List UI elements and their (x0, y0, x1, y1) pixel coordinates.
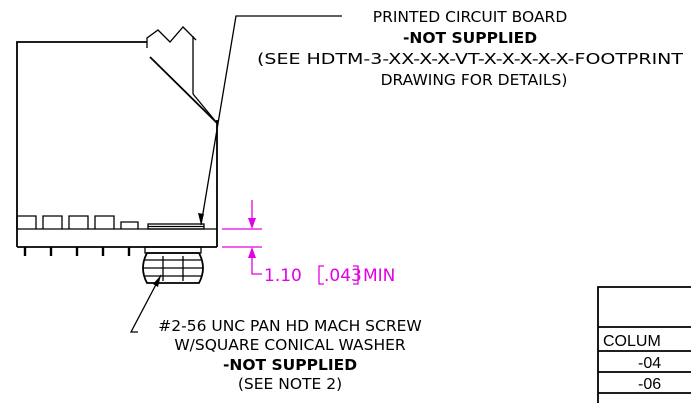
pcb-callout-title: PRINTED CIRCUIT BOARD (373, 8, 568, 26)
table-row-04: -04 (638, 355, 661, 372)
pcb-callout-details: DRAWING FOR DETAILS) (381, 71, 568, 89)
pcb-callout-not-supplied: -NOT SUPPLIED (403, 29, 537, 47)
table-header: COLUM (603, 333, 661, 350)
contact-pins (16, 215, 205, 256)
dimension-alt-value: .043 (324, 266, 362, 286)
screw-callout-washer: W/SQUARE CONICAL WASHER (174, 336, 406, 354)
pcb-leader (198, 15, 342, 226)
screw-and-washer (142, 246, 204, 284)
screw-callout-note: (SEE NOTE 2) (238, 375, 342, 393)
screw-leader (129, 274, 162, 333)
dimension-min: MIN (363, 266, 395, 286)
table-row-06: -06 (638, 376, 661, 393)
dimension-1-10-min (222, 200, 359, 285)
connector-body (16, 26, 218, 248)
screw-callout-title: #2-56 UNC PAN HD MACH SCREW (158, 317, 421, 335)
column-table: COLUM -04 -06 (597, 286, 691, 403)
pcb-callout-reference: (SEE HDTM-3-XX-X-X-VT-X-X-X-X-X-FOOTPRIN… (257, 50, 684, 68)
screw-callout-not-supplied: -NOT SUPPLIED (223, 356, 357, 374)
dimension-value: 1.10 (264, 266, 302, 286)
